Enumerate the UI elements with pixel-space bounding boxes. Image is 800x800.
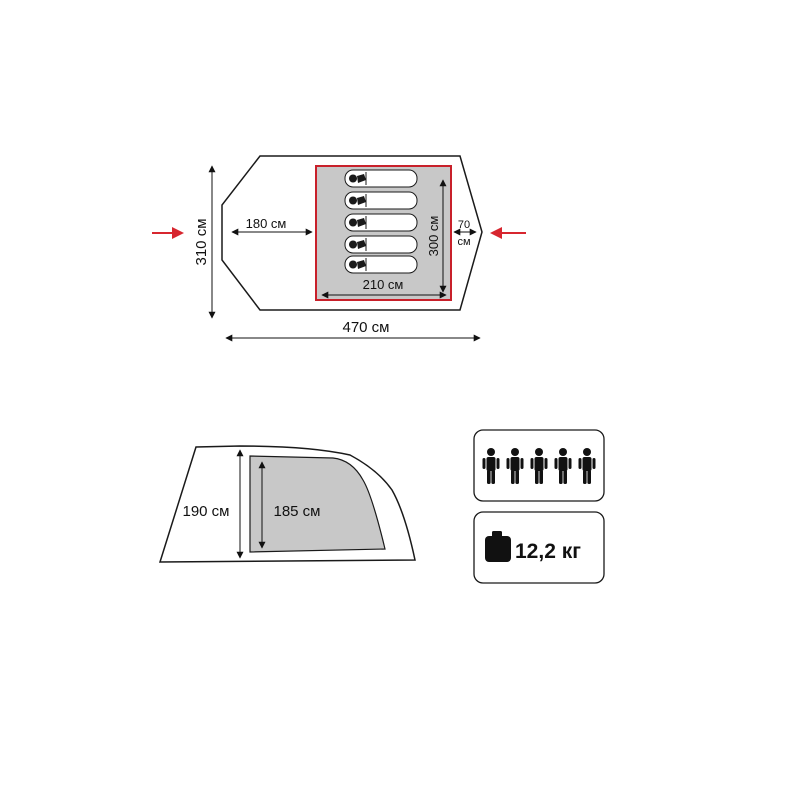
rear-gap-label-line1: 70 [458,219,470,231]
entrance-arrow-left [152,227,184,239]
person-icon [482,448,500,484]
outer-height-label: 190 см [182,503,229,520]
person-icon [506,448,524,484]
sleeping-bag [344,235,418,254]
side-view: 190 см 185 см [158,445,416,563]
weight-label: 12,2 кг [515,540,581,563]
persons-group [482,448,596,484]
width-label: 310 см [193,218,210,265]
weight-icon [485,531,511,562]
inner-tent [315,165,452,301]
weight-box: 12,2 кг [473,511,605,584]
person-icon [530,448,548,484]
total-length-label: 470 см [342,319,389,336]
rear-gap-label-line2: см [457,236,470,248]
side-inner-door [249,455,386,553]
inner-depth-label: 210 см [363,277,404,292]
sleeping-bag [344,213,418,232]
capacity-box [473,429,605,502]
person-icon [578,448,596,484]
vestibule-label: 180 см [246,216,287,231]
sleeping-bag [344,255,418,274]
top-view: 310 см 180 см 210 см 300 см 70 см 470 см [152,155,526,342]
inner-width-label: 300 см [426,216,441,257]
entrance-arrow-right [490,227,526,239]
inner-height-label: 185 см [273,503,320,520]
person-icon [554,448,572,484]
sleeping-bag [344,169,418,188]
sleeping-bags [344,169,418,274]
sleeping-bag [344,191,418,210]
